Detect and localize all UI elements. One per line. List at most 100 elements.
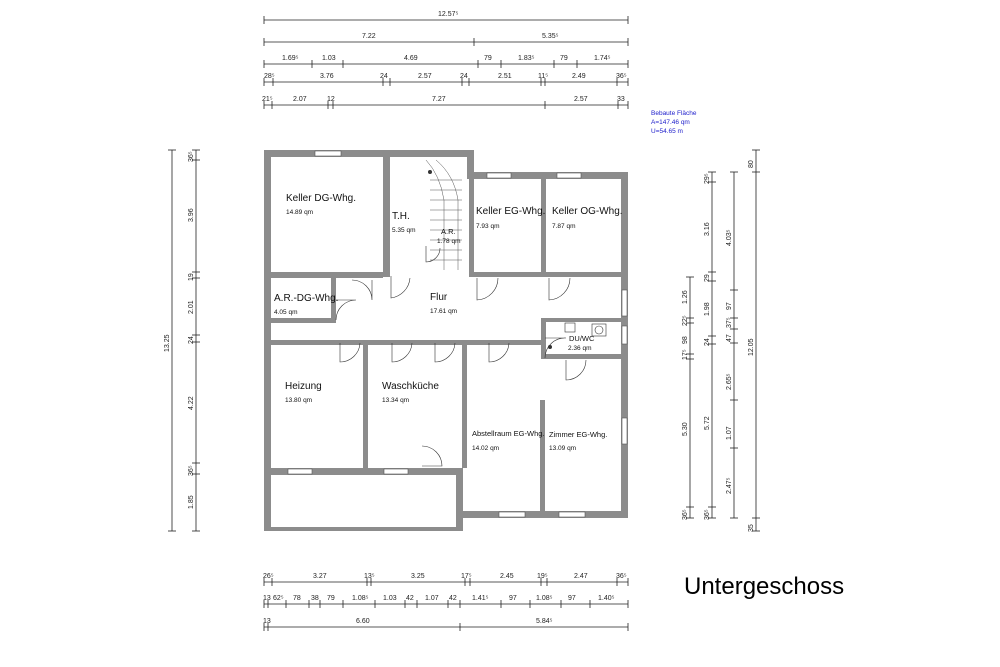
dim-bottom-r1-6: 19⁵ bbox=[537, 573, 548, 580]
dim-right-r3-0: 4.03⁵ bbox=[726, 229, 733, 246]
dim-top-r4-5: 2.51 bbox=[498, 73, 512, 80]
dim-bottom-r1-2: 13⁵ bbox=[364, 573, 375, 580]
dim-right-r1-4: 24 bbox=[704, 338, 711, 346]
dim-right-r1-5: 5.72 bbox=[704, 416, 711, 430]
dim-top-r4-1: 3.76 bbox=[320, 73, 334, 80]
dim-top-r4-0: 28⁵ bbox=[264, 73, 275, 80]
dim-top-r3-0: 1.69⁵ bbox=[282, 55, 299, 62]
room-name-keller-eg: Keller EG-Whg. bbox=[476, 206, 545, 217]
room-area-th: 5.35 qm bbox=[392, 227, 416, 234]
info-line-1: Bebaute Fläche bbox=[651, 110, 697, 117]
dim-bottom-r2-7: 42 bbox=[406, 595, 414, 602]
dim-left-r2-2: 19 bbox=[188, 273, 195, 281]
dim-bottom-r1-1: 3.27 bbox=[313, 573, 327, 580]
dim-top-r5-0: 21⁵ bbox=[262, 96, 273, 103]
plan-title: Untergeschoss bbox=[684, 573, 844, 600]
doors bbox=[335, 246, 587, 467]
sanitary-fixtures bbox=[548, 322, 607, 349]
dim-top-r3-5: 79 bbox=[560, 55, 568, 62]
dim-bottom-r3-2: 5.84⁵ bbox=[536, 618, 553, 625]
dim-right-r3-2: 37⁵ bbox=[726, 317, 733, 328]
dim-left-total: 13.25 bbox=[164, 334, 171, 352]
dimension-chain-top: 12.57⁵ 7.22 5.35⁵ 1.69⁵ 1.03 4.69 79 1.8… bbox=[262, 11, 629, 109]
dim-left-r2-5: 4.22 bbox=[188, 396, 195, 410]
dim-top-r3-3: 79 bbox=[484, 55, 492, 62]
dim-right-r2-2: 98 bbox=[682, 336, 689, 344]
dim-bottom-r1-0: 26⁵ bbox=[263, 573, 274, 580]
dim-top-r5-1: 2.07 bbox=[293, 96, 307, 103]
dim-left-r2-4: 24 bbox=[188, 336, 195, 344]
dim-bottom-r3-0: 13 bbox=[263, 618, 271, 625]
dimension-chain-right: 29⁵ 3.16 29 1.98 24 5.72 36⁵ 1.26 22⁵ 98… bbox=[682, 149, 760, 532]
room-area-zimmer-eg: 13.09 qm bbox=[549, 445, 576, 452]
room-name-keller-og: Keller OG-Whg. bbox=[552, 206, 623, 217]
building-walls bbox=[264, 150, 628, 531]
room-area-keller-og: 7.87 qm bbox=[552, 223, 576, 230]
room-labels: Keller DG-Whg. 14.89 qm T.H. 5.35 qm A.R… bbox=[274, 193, 623, 452]
dim-bottom-r2-9: 42 bbox=[449, 595, 457, 602]
room-area-duwc: 2.36 qm bbox=[568, 345, 592, 352]
dim-right-r3-5: 1.07 bbox=[726, 426, 733, 440]
dim-right-r1-0: 29⁵ bbox=[704, 173, 711, 184]
dim-top-r4-6: 11⁵ bbox=[538, 73, 548, 80]
dim-bottom-r1-7: 2.47 bbox=[574, 573, 588, 580]
dim-left-r2-6: 36⁵ bbox=[188, 465, 195, 476]
dim-left-r2-3: 2.01 bbox=[188, 300, 195, 314]
dim-right-r1-1: 3.16 bbox=[704, 222, 711, 236]
dim-right-r4-0: 80 bbox=[748, 160, 755, 168]
room-area-keller-eg: 7.93 qm bbox=[476, 223, 500, 230]
dim-top-r3-1: 1.03 bbox=[322, 55, 336, 62]
dim-left-r2-0: 36⁵ bbox=[188, 151, 195, 162]
dim-bottom-r2-4: 79 bbox=[327, 595, 335, 602]
room-area-keller-dg: 14.89 qm bbox=[286, 209, 313, 216]
room-name-ar-small: A.R. bbox=[441, 227, 456, 236]
dim-right-r1-3: 1.98 bbox=[704, 302, 711, 316]
room-name-duwc: DU/WC bbox=[569, 334, 595, 343]
dim-bottom-r2-11: 97 bbox=[509, 595, 517, 602]
room-name-ar-dg: A.R.-DG-Whg. bbox=[274, 293, 338, 304]
dim-top-r2-a: 7.22 bbox=[362, 33, 376, 40]
info-box: Bebaute Fläche A=147.46 qm U=54.65 m bbox=[651, 110, 697, 135]
dim-top-total: 12.57⁵ bbox=[438, 11, 459, 18]
dim-bottom-r1-3: 3.25 bbox=[411, 573, 425, 580]
dim-top-r2-b: 5.35⁵ bbox=[542, 33, 559, 40]
room-name-heizung: Heizung bbox=[285, 381, 322, 392]
dim-top-r4-3: 2.57 bbox=[418, 73, 432, 80]
dim-top-r3-4: 1.83⁵ bbox=[518, 55, 535, 62]
room-area-heizung: 13.80 qm bbox=[285, 397, 312, 404]
dim-right-r1-6: 36⁵ bbox=[704, 509, 711, 520]
room-name-abstellraum: Abstellraum EG-Whg. bbox=[472, 429, 545, 438]
room-area-abstellraum: 14.02 qm bbox=[472, 445, 499, 452]
room-name-zimmer-eg: Zimmer EG-Whg. bbox=[549, 430, 607, 439]
dim-right-r4-2: 35 bbox=[748, 524, 755, 532]
dim-bottom-r2-12: 1.08⁵ bbox=[536, 595, 553, 602]
dim-top-r5-5: 33 bbox=[617, 96, 625, 103]
dim-bottom-r2-3: 38 bbox=[311, 595, 319, 602]
dim-right-r4-1: 12.05 bbox=[748, 338, 755, 356]
dim-left-r2-1: 3.96 bbox=[188, 208, 195, 222]
info-line-2: A=147.46 qm bbox=[651, 119, 690, 126]
dim-right-r3-3: 47 bbox=[726, 334, 733, 342]
dim-top-r5-4: 2.57 bbox=[574, 96, 588, 103]
dim-top-r4-7: 2.49 bbox=[572, 73, 586, 80]
dim-top-r5-3: 7.27 bbox=[432, 96, 446, 103]
dim-bottom-r2-5: 1.08⁵ bbox=[352, 595, 369, 602]
dim-right-r2-0: 1.26 bbox=[682, 290, 689, 304]
dim-right-r3-6: 2.47⁵ bbox=[726, 477, 733, 494]
dim-left-r2-7: 1.85 bbox=[188, 495, 195, 509]
room-name-th: T.H. bbox=[392, 211, 410, 222]
info-line-3: U=54.65 m bbox=[651, 128, 683, 135]
dim-bottom-r2-2: 78 bbox=[293, 595, 301, 602]
dim-bottom-r2-1: 62⁵ bbox=[273, 595, 284, 602]
dim-bottom-r2-14: 1.40⁵ bbox=[598, 595, 615, 602]
dim-top-r4-4: 24 bbox=[460, 73, 468, 80]
dim-top-r3-6: 1.74⁵ bbox=[594, 55, 611, 62]
dim-bottom-r2-10: 1.41⁵ bbox=[472, 595, 489, 602]
dimension-chain-left: 13.25 36⁵ 3.96 19 2.01 24 4.22 36⁵ 1.85 bbox=[164, 149, 200, 532]
dim-bottom-r2-8: 1.07 bbox=[425, 595, 439, 602]
dim-top-r4-8: 36⁵ bbox=[616, 73, 627, 80]
dim-right-r2-4: 5.30 bbox=[682, 422, 689, 436]
dim-right-r2-3: 17⁵ bbox=[682, 349, 689, 360]
dim-right-r3-1: 97 bbox=[726, 302, 733, 310]
room-name-keller-dg: Keller DG-Whg. bbox=[286, 193, 356, 204]
